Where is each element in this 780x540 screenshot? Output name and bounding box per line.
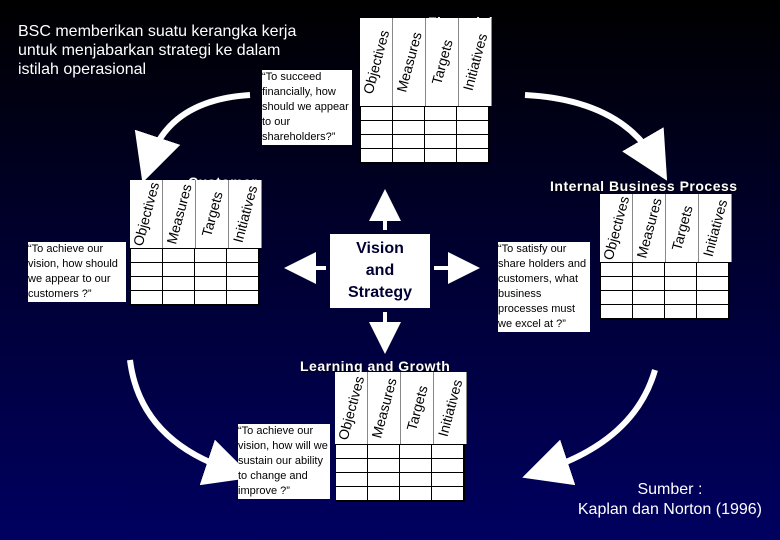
internal-head-measures: Measures (633, 194, 666, 262)
source-reference: Kaplan dan Norton (1996) (577, 501, 762, 518)
arrow-customer-to-learning (127, 359, 253, 486)
slide-title: BSC memberikan suatu kerangka kerja untu… (18, 23, 297, 78)
arrow-financial-to-customer (134, 92, 251, 183)
learning-grid (335, 444, 465, 502)
internal-column-heads: Objectives Measures Targets Initiatives (600, 194, 732, 262)
financial-head-initiatives: Initiatives (459, 18, 492, 106)
arrow-financial-to-internal (524, 92, 668, 181)
vision-strategy-box: Vision and Strategy (330, 234, 430, 308)
learning-head-objectives: Objectives (335, 372, 368, 444)
financial-column-heads: Objectives Measures Targets Initiatives (360, 18, 492, 106)
learning-column-heads: Objectives Measures Targets Initiatives (335, 372, 467, 444)
source-label: Sumber : (637, 481, 703, 498)
internal-label: Internal Business Process (550, 178, 738, 194)
customer-head-objectives: Objectives (129, 180, 163, 248)
internal-head-initiatives: Initiatives (699, 194, 732, 262)
customer-question: “To achieve our vision, how should we ap… (28, 242, 126, 302)
source-citation: Sumber : Kaplan dan Norton (1996) (578, 480, 762, 520)
financial-head-objectives: Objectives (360, 18, 393, 106)
learning-label: Learning and Growth (300, 358, 451, 374)
internal-head-objectives: Objectives (599, 194, 633, 262)
financial-head-measures: Measures (393, 18, 426, 106)
internal-question: “To satisfy our share holders and custom… (498, 242, 590, 332)
customer-column-heads: Objectives Measures Targets Initiatives (130, 180, 262, 248)
learning-head-initiatives: Initiatives (434, 372, 467, 444)
learning-head-targets: Targets (401, 372, 434, 444)
financial-head-targets: Targets (426, 18, 459, 106)
vision-strategy-label: Vision and Strategy (347, 240, 413, 301)
customer-head-targets: Targets (196, 180, 229, 248)
internal-grid (600, 262, 730, 320)
customer-grid (130, 248, 260, 306)
financial-grid (360, 106, 490, 164)
internal-head-targets: Targets (666, 194, 699, 262)
customer-head-measures: Measures (163, 180, 196, 248)
arrow-internal-to-learning (522, 369, 658, 486)
financial-question: “To succeed financially, how should we a… (262, 70, 352, 145)
learning-question: “To achieve our vision, how will we sust… (238, 424, 330, 499)
customer-head-initiatives: Initiatives (229, 180, 262, 248)
learning-head-measures: Measures (368, 372, 401, 444)
